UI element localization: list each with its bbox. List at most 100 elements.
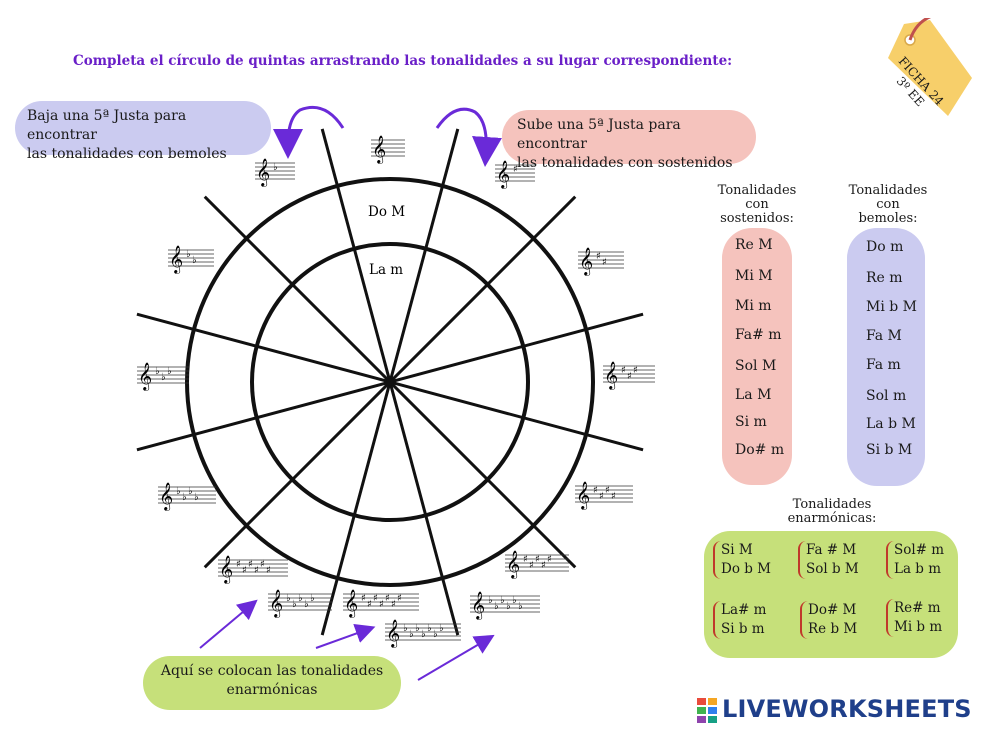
flat-icon: ♭	[167, 366, 172, 377]
pair-key-bottom: Si b m	[721, 621, 765, 637]
draggable-key[interactable]: Do# m	[735, 442, 785, 458]
enharmonic-arrow-1	[199, 599, 258, 649]
draggable-key[interactable]: La M	[735, 387, 772, 403]
flats-hint-line-1: Baja una 5ª Justa para encontrar	[27, 108, 187, 143]
sharp-icon: ♯	[599, 491, 604, 502]
enharmonic-pair[interactable]: Sol# m La b m	[886, 541, 944, 579]
sharp-icon: ♯	[236, 559, 241, 570]
flats-key-bank	[847, 228, 925, 486]
sharp-icon: ♯	[513, 164, 518, 175]
flat-icon: ♭	[176, 486, 181, 497]
draggable-key[interactable]: Sol m	[866, 388, 907, 404]
key-signature-staff: 𝄞♭	[255, 158, 295, 187]
treble-clef-icon: 𝄞	[386, 619, 400, 648]
flat-icon: ♭	[518, 601, 523, 612]
sharp-icon: ♯	[385, 593, 390, 604]
enharmonic-pair[interactable]: Fa # M Sol b M	[798, 541, 859, 579]
sharps-hint-line-1: Sube una 5ª Justa para encontrar	[517, 117, 681, 152]
sharp-icon: ♯	[248, 559, 253, 570]
pair-key-bottom: Sol b M	[806, 561, 859, 577]
sharps-hint-line-2: las tonalidades con sostenidos	[517, 155, 733, 171]
flat-icon: ♭	[161, 372, 166, 383]
draggable-key[interactable]: Fa m	[866, 357, 901, 373]
sharp-icon: ♯	[621, 365, 626, 376]
enharmonic-pair[interactable]: Re# m Mi b m	[886, 599, 942, 637]
sharp-icon: ♯	[633, 365, 638, 376]
inner-slot-label: La m	[369, 262, 403, 278]
outer-slot-label: Do M	[368, 204, 405, 220]
key-signature-staff: 𝄞♭♭♭♭♭♭	[470, 591, 540, 620]
pair-key-bottom: Do b M	[721, 561, 771, 577]
flat-icon: ♭	[292, 599, 297, 610]
draggable-key[interactable]: Fa# m	[735, 327, 782, 343]
enharmonic-pair[interactable]: Si M Do b M	[713, 541, 771, 579]
center-hub	[386, 378, 394, 386]
enharmonic-hint-line-2: enarmónicas	[226, 682, 318, 698]
key-signature-staff: 𝄞♭♭	[168, 245, 214, 274]
draggable-key[interactable]: Si b M	[866, 442, 913, 458]
key-signature-staff: 𝄞♯♯	[578, 247, 624, 276]
flats-title-line-2: con	[876, 197, 900, 212]
flat-icon: ♭	[310, 593, 315, 604]
draggable-key[interactable]: Mi M	[735, 268, 773, 284]
sharp-icon: ♯	[535, 554, 540, 565]
treble-clef-icon: 𝄞	[576, 481, 590, 510]
treble-clef-icon: 𝄞	[372, 135, 386, 164]
sharp-icon: ♯	[602, 257, 607, 268]
draggable-key[interactable]: Mi m	[735, 298, 772, 314]
enharmonic-arrow-3	[417, 634, 495, 681]
enharmonic-hint-line-1: Aquí se colocan las tonalidades	[160, 663, 384, 679]
enharmonic-key-bank	[704, 531, 958, 658]
draggable-key[interactable]: Do m	[866, 239, 904, 255]
draggable-key[interactable]: Si m	[735, 414, 767, 430]
enharmonic-title-line-2: enarmónicas:	[787, 511, 877, 526]
treble-clef-icon: 𝄞	[138, 362, 152, 391]
key-signature-staff: 𝄞	[371, 135, 405, 164]
flat-icon: ♭	[421, 629, 426, 640]
pair-key-top: Fa # M	[806, 542, 857, 558]
flats-title-line-3: bemoles:	[858, 211, 918, 226]
enharmonic-pair[interactable]: Do# M Re b M	[800, 601, 857, 639]
enharmonic-pair[interactable]: La# m Si b m	[713, 601, 766, 639]
pair-key-bottom: Re b M	[808, 621, 858, 637]
flat-icon: ♭	[506, 601, 511, 612]
draggable-key[interactable]: Re m	[866, 270, 903, 286]
flat-icon: ♭	[298, 593, 303, 604]
draggable-key[interactable]: Sol M	[735, 358, 777, 374]
flat-icon: ♭	[286, 593, 291, 604]
pair-key-top: Si M	[721, 542, 753, 558]
draggable-key[interactable]: La b M	[866, 416, 916, 432]
sharp-icon: ♯	[593, 485, 598, 496]
flat-icon: ♭	[433, 629, 438, 640]
sharp-icon: ♯	[367, 599, 372, 610]
sharps-title-line-3: sostenidos:	[720, 211, 794, 226]
flat-icon: ♭	[304, 599, 309, 610]
key-signature-staff: 𝄞♯♯♯♯♯♯♯	[343, 589, 419, 618]
key-signature-staff: 𝄞♯	[495, 160, 535, 189]
treble-clef-icon: 𝄞	[256, 158, 270, 187]
treble-clef-icon: 𝄞	[269, 589, 283, 618]
liveworksheets-logo-icon	[697, 698, 717, 723]
sharp-icon: ♯	[596, 251, 601, 262]
key-signature-staff: 𝄞♭♭♭	[137, 362, 189, 391]
enharmonic-title-line-1: Tonalidades	[792, 497, 872, 512]
flat-icon: ♭	[273, 162, 278, 173]
sharp-icon: ♯	[611, 491, 616, 502]
sharp-icon: ♯	[397, 593, 402, 604]
sharp-icon: ♯	[361, 593, 366, 604]
pair-key-top: Do# M	[808, 602, 857, 618]
draggable-key[interactable]: Mi b M	[866, 299, 918, 315]
key-signature-staff: 𝄞♯♯♯♯♯♯	[218, 555, 288, 584]
flat-icon: ♭	[427, 623, 432, 634]
worksheet-tag: FICHA 24 3º EE	[886, 14, 974, 118]
sharp-icon: ♯	[547, 554, 552, 565]
flat-icon: ♭	[194, 492, 199, 503]
enharmonic-title: Tonalidades enarmónicas:	[770, 498, 894, 526]
draggable-key[interactable]: Fa M	[866, 328, 902, 344]
draggable-key[interactable]: Re M	[735, 237, 773, 253]
flat-icon: ♭	[488, 595, 493, 606]
flat-icon: ♭	[186, 249, 191, 260]
sharps-key-bank	[722, 228, 792, 485]
flat-icon: ♭	[188, 486, 193, 497]
flats-title-line-1: Tonalidades	[848, 183, 928, 198]
